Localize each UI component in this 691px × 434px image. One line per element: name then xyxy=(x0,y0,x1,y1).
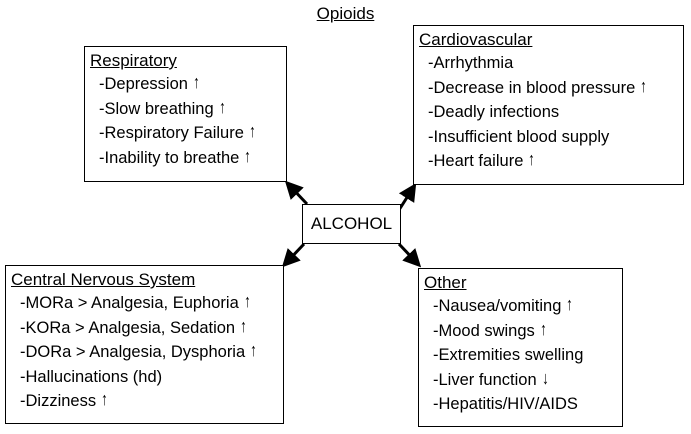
cardiovascular-title: Cardiovascular xyxy=(419,30,533,49)
up-arrow-icon: ↑ xyxy=(250,340,258,360)
arrow-to-cardiovascular xyxy=(397,182,417,211)
up-arrow-icon: ↑ xyxy=(249,121,256,141)
up-arrow-icon: ↑ xyxy=(243,291,251,311)
cns-title: Central Nervous System xyxy=(11,270,196,289)
center-alcohol-box: ALCOHOL xyxy=(302,204,401,244)
up-arrow-icon: ↑ xyxy=(566,294,574,314)
other-item: -Mood swings↑ xyxy=(433,318,547,340)
up-arrow-icon: ↑ xyxy=(528,149,536,169)
other-item: -Hepatitis/HIV/AIDS xyxy=(433,395,578,413)
respiratory-box: Respiratory -Depression↑ -Slow breathing… xyxy=(84,46,287,182)
other-item: -Nausea/vomiting↑ xyxy=(433,294,574,315)
arrow-to-cns xyxy=(281,242,306,268)
other-item: -Liver function↓ xyxy=(433,367,549,389)
other-title: Other xyxy=(424,273,467,292)
up-arrow-icon: ↑ xyxy=(244,145,252,166)
respiratory-item: -Inability to breathe↑ xyxy=(99,145,252,167)
cns-item: -Hallucinations (hd) xyxy=(20,367,163,386)
cardiovascular-item: -Heart failure↑ xyxy=(428,149,536,170)
cns-item: -KORa > Analgesia, Sedation↑ xyxy=(20,315,247,337)
up-arrow-icon: ↑ xyxy=(101,389,108,409)
cardiovascular-box: Cardiovascular -Arrhythmia -Decrease in … xyxy=(413,25,684,185)
cardiovascular-item: -Insufficient blood supply xyxy=(428,127,610,146)
cardiovascular-item: -Arrhythmia xyxy=(428,54,514,72)
other-item: -Extremities swelling xyxy=(433,346,584,364)
up-arrow-icon: ↑ xyxy=(193,72,200,92)
respiratory-item: -Depression↑ xyxy=(99,72,200,93)
up-arrow-icon: ↑ xyxy=(218,96,226,117)
respiratory-item: -Slow breathing↑ xyxy=(99,96,226,118)
cns-item: -DORa > Analgesia, Dysphoria↑ xyxy=(20,340,258,361)
cns-item: -MORa > Analgesia, Euphoria↑ xyxy=(20,291,251,312)
diagram-title: Opioids xyxy=(316,4,375,23)
arrow-to-respiratory xyxy=(284,180,309,206)
up-arrow-icon: ↑ xyxy=(640,75,648,96)
respiratory-title: Respiratory xyxy=(90,51,177,70)
up-arrow-icon: ↑ xyxy=(240,315,247,336)
cns-box: Central Nervous System -MORa > Analgesia… xyxy=(5,265,284,424)
down-arrow-icon: ↓ xyxy=(541,367,549,388)
up-arrow-icon: ↑ xyxy=(539,318,547,339)
other-box: Other -Nausea/vomiting↑ -Mood swings↑ -E… xyxy=(418,268,623,427)
cardiovascular-item: -Deadly infections xyxy=(428,103,560,121)
respiratory-item: -Respiratory Failure↑ xyxy=(99,121,256,142)
cns-item: -Dizziness↑ xyxy=(20,389,108,410)
arrow-to-other xyxy=(397,242,422,268)
cardiovascular-item: -Decrease in blood pressure↑ xyxy=(428,75,648,97)
